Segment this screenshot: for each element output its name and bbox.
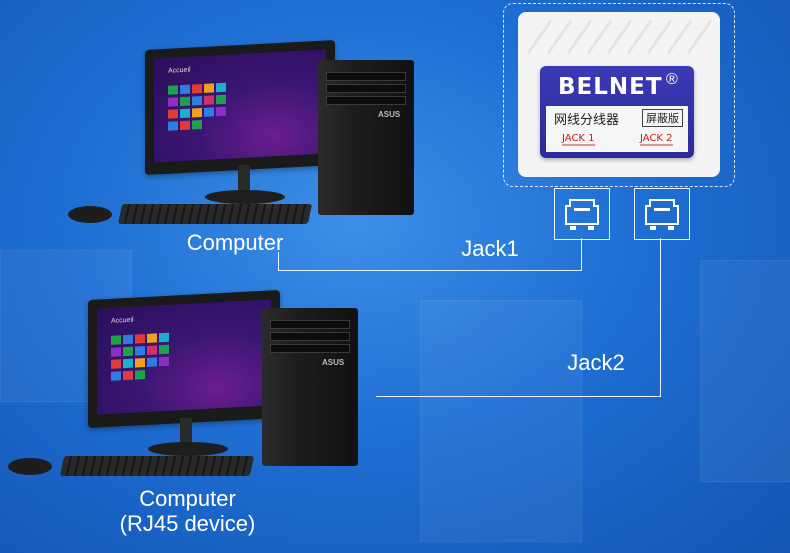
rj45-port-icon — [645, 199, 679, 230]
splitter-outline — [503, 3, 735, 187]
computer-bottom-label: Computer (RJ45 device) — [100, 486, 275, 537]
computer-top-label: Computer — [186, 230, 284, 255]
jack2-port — [634, 188, 690, 240]
computer-top-line — [278, 252, 279, 271]
rj45-port-icon — [565, 199, 599, 230]
brand-name: BELNET — [558, 74, 663, 100]
jack2-line-vertical — [660, 238, 661, 396]
screen-start-text: Accueil — [111, 316, 134, 325]
jack2-label: Jack2 — [567, 350, 625, 375]
badge-panel: 网线分线器 屏蔽版 JACK 1 JACK 2 — [546, 106, 688, 152]
brand-badge: BELNET ® 网线分线器 屏蔽版 JACK 1 JACK 2 — [540, 66, 694, 158]
background-shelf — [420, 300, 582, 542]
monitor-bottom-screen: Accueil — [97, 299, 271, 415]
jack1-port — [554, 188, 610, 240]
mouse-top — [68, 206, 112, 223]
mouse-bottom — [8, 458, 52, 475]
jack1-line-vertical — [581, 238, 582, 270]
tower-logo: ASUS — [322, 358, 345, 367]
badge-jack2-label: JACK 2 — [640, 133, 673, 146]
jack2-line-horizontal — [376, 396, 661, 397]
tower-top: ASUS — [318, 60, 414, 215]
computer-bottom-label-line2: (RJ45 device) — [119, 511, 256, 537]
variant-tag: 屏蔽版 — [642, 109, 683, 127]
jack1-line-horizontal — [278, 270, 582, 271]
screen-start-text: Accueil — [168, 66, 191, 75]
monitor-bottom-stand — [180, 418, 192, 448]
jack1-label: Jack1 — [461, 236, 519, 261]
tower-logo: ASUS — [378, 110, 401, 119]
computer-bottom-label-line1: Computer — [139, 486, 236, 511]
keyboard-top — [117, 204, 313, 224]
monitor-bottom-base — [148, 442, 228, 456]
badge-jack1-label: JACK 1 — [562, 133, 595, 146]
registered-mark: ® — [666, 71, 678, 88]
monitor-top-base — [205, 190, 285, 204]
keyboard-bottom — [59, 456, 255, 476]
monitor-top-screen: Accueil — [154, 49, 326, 163]
background-shelf — [700, 260, 790, 482]
monitor-top-stand — [238, 165, 250, 195]
tower-bottom: ASUS — [262, 308, 358, 466]
product-name-cn: 网线分线器 — [554, 113, 620, 128]
